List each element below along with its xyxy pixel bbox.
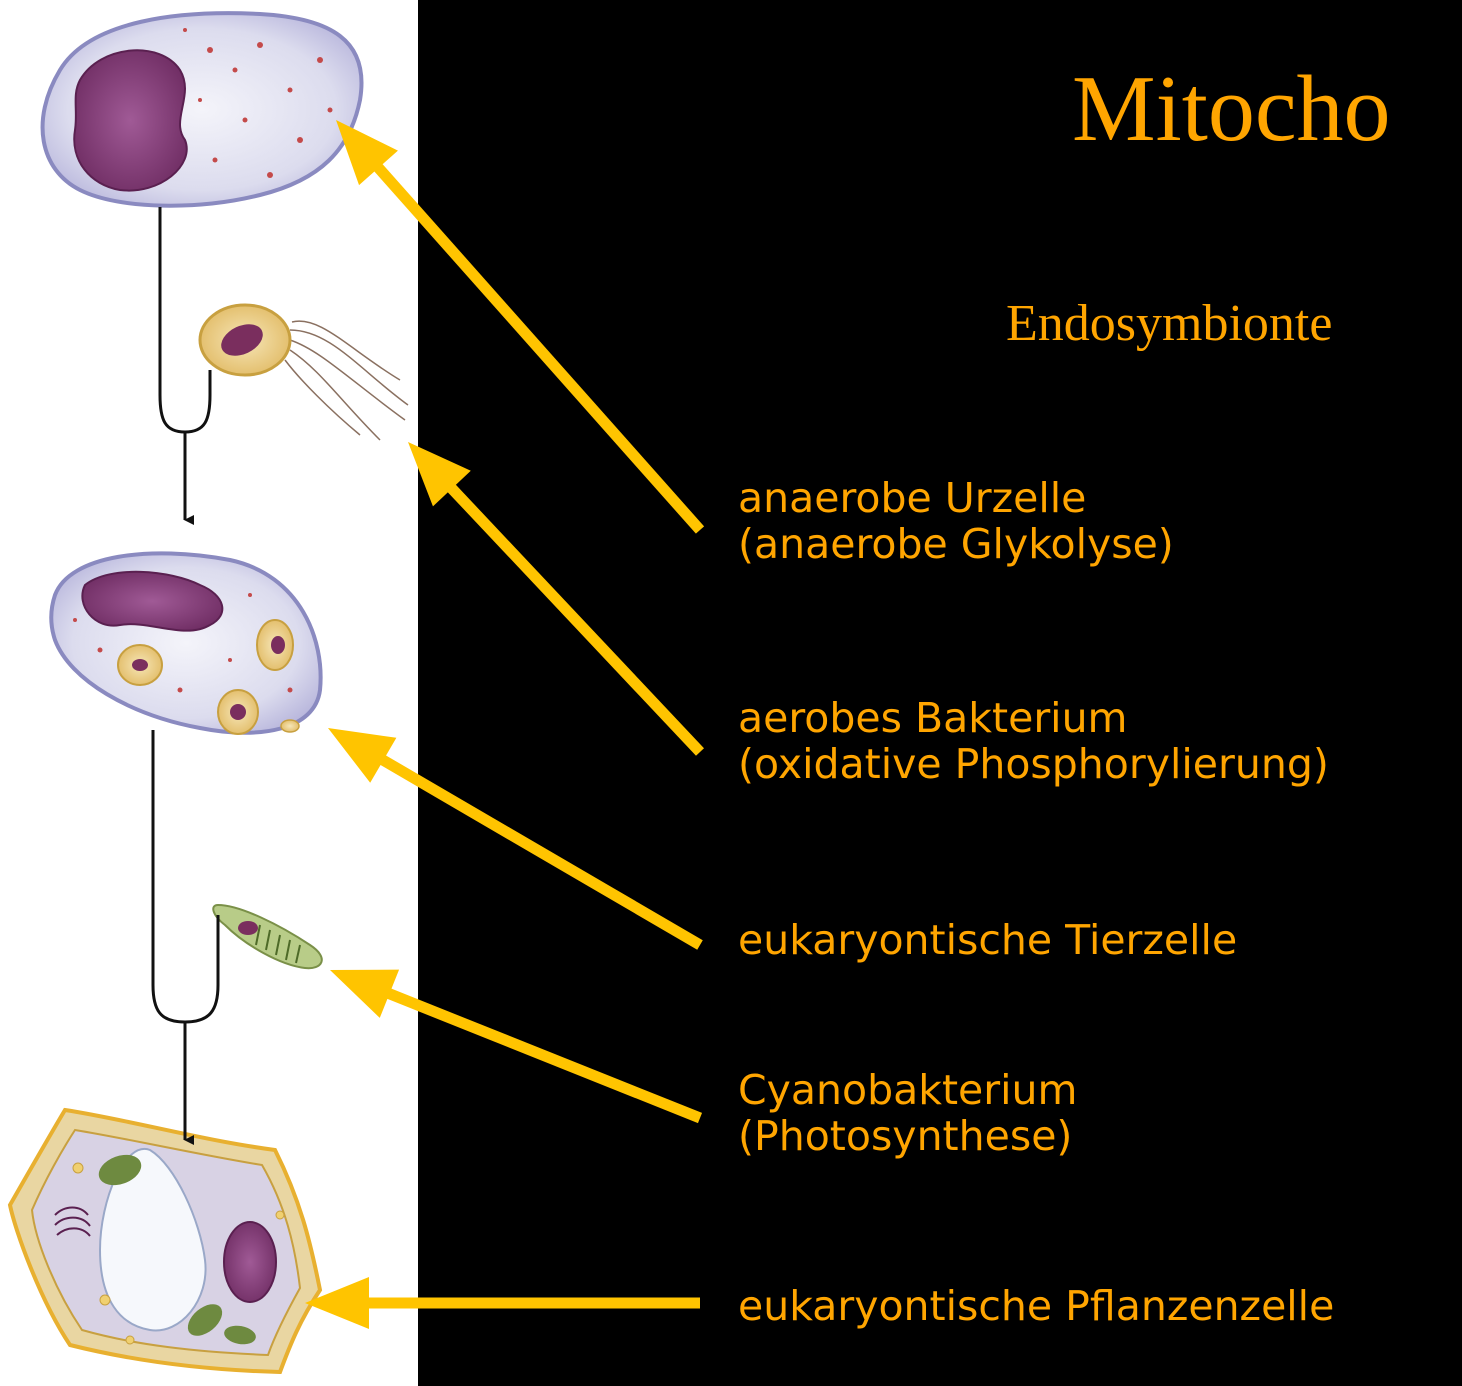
label-plant-cell-line1: eukaryontische Pflanzenzelle (738, 1284, 1334, 1330)
label-cyanobacterium-line1: Cyanobakterium (738, 1068, 1077, 1114)
label-aerobic-bacterium-line1: aerobes Bakterium (738, 696, 1329, 742)
label-anaerobic-cell-line2: (anaerobe Glykolyse) (738, 522, 1174, 568)
eukaryotic-plant-cell (10, 1110, 320, 1372)
label-animal-cell: eukaryontische Tierzelle (738, 918, 1237, 964)
arrow-plant-cell (305, 1277, 700, 1329)
arrow-cyanobacterium (330, 970, 700, 1118)
anaerobic-primordial-cell (43, 13, 362, 205)
label-anaerobic-cell-line1: anaerobe Urzelle (738, 476, 1174, 522)
lineage-connector-2 (153, 730, 218, 1140)
eukaryotic-animal-cell (51, 553, 320, 734)
slide-subtitle: Endosymbionte (1006, 298, 1332, 350)
slide-title: Mitocho (1072, 62, 1391, 156)
arrow-animal-cell (328, 728, 700, 945)
label-aerobic-bacterium: aerobes Bakterium (oxidative Phosphoryli… (738, 696, 1329, 788)
pointer-arrows (305, 120, 700, 1329)
label-animal-cell-line1: eukaryontische Tierzelle (738, 918, 1237, 964)
arrow-anaerobic-cell (336, 120, 700, 530)
label-cyanobacterium: Cyanobakterium (Photosynthese) (738, 1068, 1077, 1160)
lineage-connector-1 (160, 207, 210, 520)
aerobic-bacterium (200, 305, 408, 440)
cyanobacterium (213, 905, 322, 968)
label-anaerobic-cell: anaerobe Urzelle (anaerobe Glykolyse) (738, 476, 1174, 568)
label-aerobic-bacterium-line2: (oxidative Phosphorylierung) (738, 742, 1329, 788)
label-cyanobacterium-line2: (Photosynthese) (738, 1114, 1077, 1160)
label-plant-cell: eukaryontische Pflanzenzelle (738, 1284, 1334, 1330)
